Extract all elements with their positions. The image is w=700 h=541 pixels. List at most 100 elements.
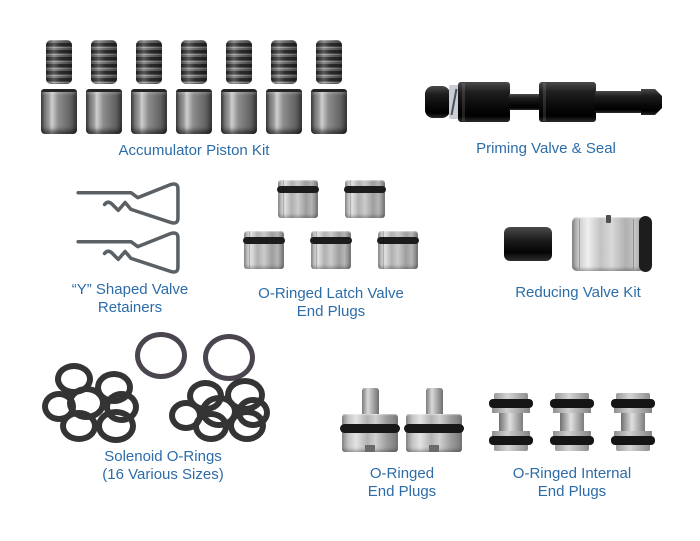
plug-waist (560, 413, 584, 431)
o-ring-band (611, 399, 655, 408)
latch-end-plug-icon (276, 180, 319, 218)
o-ring-band (343, 186, 386, 193)
o-ring-band (489, 436, 533, 445)
plug-waist (499, 413, 523, 431)
y-retainer-icon (76, 182, 180, 225)
reducing-valve-kit-group: Reducing Valve Kit (502, 215, 654, 302)
o-ring-band (550, 399, 594, 408)
piston-icon (266, 89, 302, 134)
piston-assembly (176, 40, 212, 134)
internal-end-plug-icon (550, 393, 594, 451)
spring-icon (226, 40, 252, 84)
spring-icon (271, 40, 297, 84)
piston-assembly (266, 40, 302, 134)
spring-icon (181, 40, 207, 84)
o-ringed-end-plugs-label: O-Ringed End Plugs (367, 465, 437, 501)
latch-end-plug-icon (377, 231, 419, 269)
plug-cap (616, 393, 650, 399)
plug-slot (365, 445, 375, 452)
o-ring-band (243, 237, 285, 244)
plug-stem (362, 388, 379, 416)
plug-flange (492, 408, 530, 413)
reducing-valve-row (504, 215, 652, 272)
o-ring-band (377, 237, 419, 244)
spring-icon (46, 40, 72, 84)
priming-valve-seal-group: Priming Valve & Seal (422, 79, 670, 158)
reducing-valve-sleeve-icon (572, 215, 652, 272)
o-ring-band (611, 436, 655, 445)
y-shaped-valve-retainers-group: “Y” Shaped Valve Retainers (56, 181, 204, 318)
sleeve-body (572, 217, 644, 271)
o-ringed-end-plug-icon (340, 388, 400, 452)
o-ring-icon (193, 411, 229, 442)
piston-icon (86, 89, 122, 134)
y-shaped-valve-retainers-label: “Y” Shaped Valve Retainers (71, 281, 189, 317)
latch-end-plug-icon (243, 231, 285, 269)
o-ring-icon (96, 409, 136, 443)
o-ring-band (340, 424, 400, 433)
plug-cap (494, 445, 528, 451)
latch-plug-row-bottom (243, 231, 419, 269)
plug-flange (614, 408, 652, 413)
piston-assembly (86, 40, 122, 134)
o-rings-field (40, 330, 286, 446)
sleeve-notch (606, 215, 611, 223)
o-ring-band (310, 237, 352, 244)
o-ring-band (276, 186, 319, 193)
spring-icon (316, 40, 342, 84)
accumulator-piston-kit-group: Accumulator Piston Kit (38, 40, 350, 160)
reducing-valve-spool-icon (504, 227, 552, 261)
accumulator-piston-row (41, 40, 347, 134)
piston-assembly (41, 40, 77, 134)
o-ringed-latch-valve-end-plugs-group: O-Ringed Latch Valve End Plugs (243, 180, 419, 322)
piston-icon (41, 89, 77, 134)
o-ringed-end-plugs-group: O-Ringed End Plugs (340, 388, 464, 502)
plug-cap (555, 393, 589, 399)
large-o-ring-icon (135, 332, 187, 379)
latch-end-plug-icon (310, 231, 352, 269)
plug-cap (555, 445, 589, 451)
piston-assembly (221, 40, 257, 134)
plug-cap (616, 445, 650, 451)
reducing-valve-kit-label: Reducing Valve Kit (515, 284, 641, 301)
o-ring-band (550, 436, 594, 445)
plug-flange (614, 431, 652, 436)
o-ringed-latch-valve-end-plugs-label: O-Ringed Latch Valve End Plugs (258, 285, 404, 321)
plug-flange (492, 431, 530, 436)
solenoid-o-rings-label: Solenoid O-Rings (16 Various Sizes) (102, 448, 224, 484)
priming-valve-seal-label: Priming Valve & Seal (476, 140, 616, 157)
o-ring-icon (60, 410, 98, 442)
plug-waist (621, 413, 645, 431)
piston-icon (311, 89, 347, 134)
plug-flange (553, 408, 591, 413)
internal-end-plug-icon (611, 393, 655, 451)
piston-assembly (311, 40, 347, 134)
spring-icon (136, 40, 162, 84)
piston-icon (221, 89, 257, 134)
o-ringed-internal-end-plugs-group: O-Ringed Internal End Plugs (488, 393, 656, 502)
piston-icon (176, 89, 212, 134)
spring-icon (91, 40, 117, 84)
end-plug-row (340, 388, 464, 452)
latch-end-plug-icon (343, 180, 386, 218)
internal-plug-row (489, 393, 655, 451)
piston-assembly (131, 40, 167, 134)
o-ringed-internal-end-plugs-label: O-Ringed Internal End Plugs (512, 465, 632, 501)
solenoid-o-rings-group: Solenoid O-Rings (16 Various Sizes) (40, 330, 286, 485)
large-o-ring-icon (203, 334, 255, 381)
y-retainer-icon (76, 231, 180, 274)
o-ring-band (489, 399, 533, 408)
piston-icon (131, 89, 167, 134)
plug-slot (429, 445, 439, 452)
latch-plug-row-top (276, 180, 386, 218)
o-ring-band (404, 424, 464, 433)
accumulator-piston-kit-label: Accumulator Piston Kit (118, 142, 270, 159)
plug-stem (426, 388, 443, 416)
o-ringed-end-plug-icon (404, 388, 464, 452)
plug-flange (553, 431, 591, 436)
priming-valve-icon (425, 82, 662, 122)
plug-cap (494, 393, 528, 399)
o-ring-band (639, 216, 652, 272)
internal-end-plug-icon (489, 393, 533, 451)
